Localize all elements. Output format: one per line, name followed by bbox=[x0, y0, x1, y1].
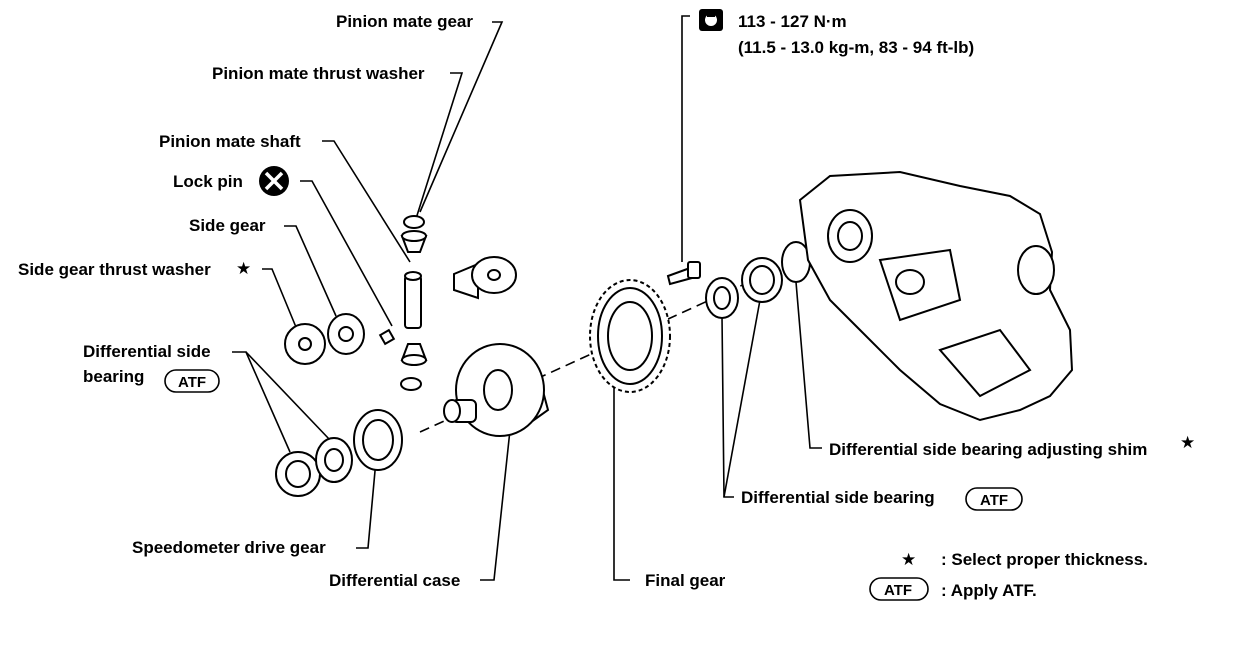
torque-value-line2: (11.5 - 13.0 kg-m, 83 - 94 ft-lb) bbox=[738, 38, 974, 57]
side-gear-left bbox=[284, 313, 365, 365]
label-differential-case: Differential case bbox=[329, 571, 460, 590]
svg-text:ATF: ATF bbox=[178, 374, 206, 391]
label-diff-side-bearing-right: Differential side bearing bbox=[741, 488, 935, 507]
label-side-gear-thrust-washer: Side gear thrust washer bbox=[18, 260, 211, 279]
legend-star-text: : Select proper thickness. bbox=[941, 550, 1148, 569]
label-diff-side-bearing-left-1: Differential side bbox=[83, 342, 211, 361]
pinion-mate-gear-top bbox=[400, 215, 428, 253]
label-speedometer-drive-gear: Speedometer drive gear bbox=[132, 538, 326, 557]
label-lock-pin: Lock pin bbox=[173, 172, 243, 191]
label-diff-side-bearing-left-2: bearing bbox=[83, 367, 144, 386]
pinion-mate-gear-bottom bbox=[400, 343, 428, 391]
svg-text:ATF: ATF bbox=[884, 582, 912, 599]
label-pinion-mate-thrust-washer: Pinion mate thrust washer bbox=[212, 64, 425, 83]
star-icon: ★ bbox=[1180, 433, 1195, 452]
final-gear bbox=[589, 279, 671, 393]
differential-case bbox=[443, 343, 550, 437]
label-pinion-mate-shaft: Pinion mate shaft bbox=[159, 132, 301, 151]
torque-callout: 113 - 127 N·m (11.5 - 13.0 kg-m, 83 - 94… bbox=[681, 9, 974, 262]
diff-side-bearing-left bbox=[275, 437, 353, 497]
label-adjusting-shim: Differential side bearing adjusting shim bbox=[829, 440, 1147, 459]
atf-badge-left: ATF bbox=[164, 369, 220, 393]
transaxle-housing bbox=[798, 170, 1074, 422]
side-gear-right bbox=[453, 256, 517, 300]
speedometer-drive-gear bbox=[353, 409, 403, 471]
legend-atf-text: : Apply ATF. bbox=[941, 581, 1037, 600]
diff-side-bearing-right bbox=[705, 257, 783, 319]
star-icon: ★ bbox=[236, 259, 251, 278]
do-not-reuse-icon bbox=[259, 166, 289, 196]
lock-pin bbox=[378, 328, 396, 346]
pinion-mate-shaft bbox=[404, 271, 422, 329]
label-final-gear: Final gear bbox=[645, 571, 726, 590]
final-gear-bolt bbox=[666, 261, 701, 286]
label-side-gear: Side gear bbox=[189, 216, 266, 235]
torque-value-line1: 113 - 127 N·m bbox=[738, 12, 847, 31]
legend: ★ : Select proper thickness. ATF : Apply… bbox=[869, 550, 1148, 601]
legend-star-icon: ★ bbox=[901, 550, 916, 569]
atf-badge-right: ATF bbox=[965, 487, 1023, 511]
label-pinion-mate-gear: Pinion mate gear bbox=[336, 12, 473, 31]
svg-text:ATF: ATF bbox=[980, 492, 1008, 509]
legend-atf-badge bbox=[869, 577, 929, 601]
